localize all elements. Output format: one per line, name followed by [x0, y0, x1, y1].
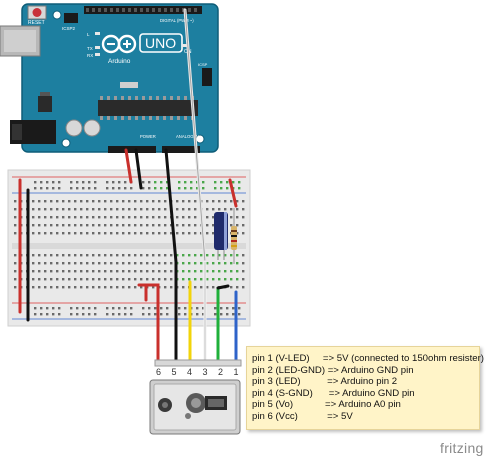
sensor-pin-2: 2 [218, 367, 223, 377]
reset-label: RESET [28, 20, 45, 26]
sensor-pin-5: 5 [172, 367, 177, 377]
reset-button [32, 8, 42, 17]
wires [18, 8, 238, 362]
sensor-pin-1: 1 [234, 367, 239, 377]
tx-label: TX [87, 46, 93, 51]
electrolytic-capacitor [214, 212, 228, 260]
icsp2-label: ICSP2 [62, 26, 76, 31]
pin-note-line: pin 2 (LED-GND) => Arduino GND pin [252, 364, 414, 376]
pin-note-line: pin 5 (Vo) => Arduino A0 pin [252, 399, 401, 411]
arduino-logo [101, 34, 137, 54]
pin-mapping-note: pin 1 (V-LED) => 5V (connected to 150ohm… [246, 346, 484, 430]
icsp-header [202, 68, 212, 86]
brand-label: Arduino [108, 58, 131, 65]
pin-note-line: pin 4 (S-GND) => Arduino GND pin [252, 387, 415, 399]
sensor-pin-3: 3 [203, 367, 208, 377]
power-label: POWER [140, 134, 156, 139]
analog-label: ANALOG IN [176, 134, 199, 139]
analog-header [162, 146, 200, 153]
icsp-label: ICSP [198, 62, 208, 67]
digital-label: DIGITAL (PWM ~) [160, 18, 194, 23]
sensor-pin-4: 4 [187, 367, 192, 377]
regulator [38, 96, 52, 112]
capacitor-1 [65, 119, 83, 137]
pin-note-line: pin 3 (LED) => Arduino pin 2 [252, 376, 398, 388]
uno-badge [139, 33, 183, 53]
arduino-board: RESET ICSP2 DIGITAL (PWM ~) UNO Arduino … [0, 3, 219, 153]
icsp2-header [64, 13, 78, 23]
rx-label: RX [87, 53, 93, 58]
pin-note-line: pin 1 (V-LED) => 5V (connected to 150ohm… [252, 353, 484, 364]
model-label: UNO [145, 35, 176, 51]
power-header [108, 146, 156, 153]
atmega-chip [98, 100, 198, 116]
capacitor-2 [83, 119, 101, 137]
sensor-pin-6: 6 [156, 367, 161, 377]
breadboard [7, 169, 251, 327]
fritzing-brand: fritzing [440, 440, 484, 456]
l-label: L [87, 32, 90, 37]
pin-note-line: pin 6 (Vcc) => 5V [252, 410, 353, 422]
resistor-150ohm [231, 208, 237, 264]
